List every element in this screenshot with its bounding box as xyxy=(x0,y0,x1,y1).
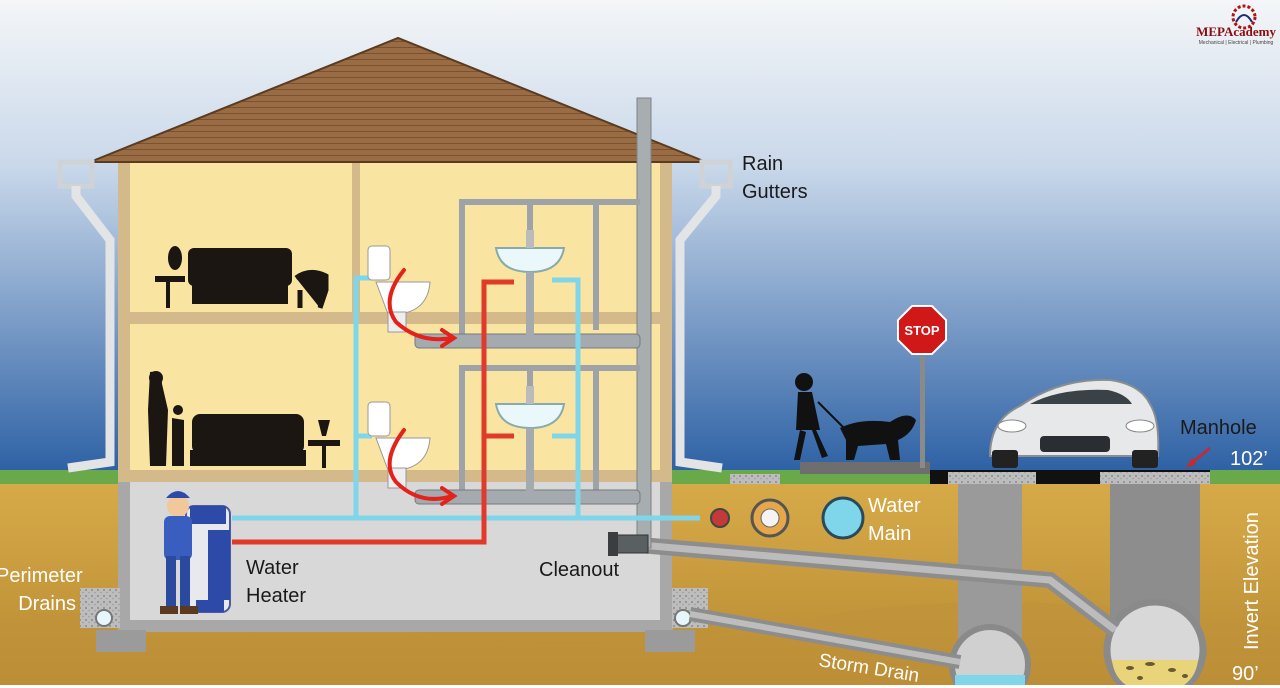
rain-gutters-label-line2: Gutters xyxy=(742,181,808,203)
water-main-label-line2: Main xyxy=(868,523,912,545)
footing-left xyxy=(96,630,146,652)
elevation-top-label: 102’ xyxy=(1230,448,1268,470)
shutoff-valve xyxy=(710,508,730,528)
rain-gutters-label-line1: Rain xyxy=(742,153,784,175)
waste-flow-arrows xyxy=(387,268,458,506)
perimeter-drain-left xyxy=(95,609,113,627)
sink-lower xyxy=(494,386,566,492)
car xyxy=(988,378,1160,468)
sewage-contents xyxy=(1112,660,1198,685)
brand-logo: MEPAcademy Mechanical | Electrical | Plu… xyxy=(1196,24,1276,46)
manhole-label: Manhole xyxy=(1180,414,1257,442)
rain-gutters-label: Rain Gutters xyxy=(742,150,808,206)
basement-floor-slab xyxy=(118,620,673,632)
cold-water-piping xyxy=(232,275,700,521)
plumber-figure xyxy=(160,491,198,614)
brand-tagline: Mechanical | Electrical | Plumbing xyxy=(1198,40,1274,46)
water-main-pipe xyxy=(821,496,865,540)
perimeter-drains-label-line2: Drains xyxy=(18,593,76,615)
sewage-debris xyxy=(1126,662,1188,680)
brand-logo-gear xyxy=(1231,4,1257,30)
cleanout-label: Cleanout xyxy=(539,559,620,581)
sewer-manhole-shaft xyxy=(1110,484,1200,630)
interior-wall xyxy=(352,162,360,314)
road-gravel-2 xyxy=(1100,472,1210,484)
roof xyxy=(89,36,707,163)
perimeter-drains-label: Perimeter Drains xyxy=(0,562,83,618)
perimeter-drain-right xyxy=(674,609,692,627)
gutter-right xyxy=(699,159,733,189)
stop-sign: STOP xyxy=(897,305,947,468)
road-gravel-1 xyxy=(948,472,1036,484)
sidewalk xyxy=(730,474,780,484)
upper-furniture-silhouettes xyxy=(155,246,329,309)
sink-upper xyxy=(494,230,566,338)
water-main-label-line1: Water xyxy=(868,495,921,517)
cleanout-fitting xyxy=(608,532,649,556)
perimeter-drains-label-line1: Perimeter xyxy=(0,565,83,587)
brand-name: MEPAcademy xyxy=(1196,24,1276,39)
elevation-bottom-label: 90’ xyxy=(1232,663,1259,685)
downspout-right xyxy=(675,186,723,473)
water-heater-label: Water Heater xyxy=(246,554,306,610)
stop-sign-text: STOP xyxy=(904,323,939,338)
downspout-left xyxy=(67,186,115,473)
gutter-left xyxy=(57,159,95,189)
storm-manhole-shaft xyxy=(958,484,1022,640)
invert-elevation-label: Invert Elevation xyxy=(1241,512,1263,650)
vent-stack xyxy=(636,97,652,549)
lower-furniture-silhouettes xyxy=(148,371,340,468)
manhole-label-text: Manhole xyxy=(1180,417,1257,439)
water-heater-label-line1: Water xyxy=(246,557,299,579)
water-service xyxy=(710,496,865,540)
water-heater-label-line2: Heater xyxy=(246,585,307,607)
pedestrian-and-dog-silhouettes xyxy=(794,373,916,460)
water-main-label: Water Main xyxy=(868,492,921,548)
street-surface xyxy=(800,462,930,474)
water-heater xyxy=(185,505,231,613)
footing-right xyxy=(645,630,695,652)
storm-drain-water xyxy=(955,675,1025,685)
basement-wall-left xyxy=(118,482,130,622)
hot-water-piping xyxy=(232,279,514,545)
